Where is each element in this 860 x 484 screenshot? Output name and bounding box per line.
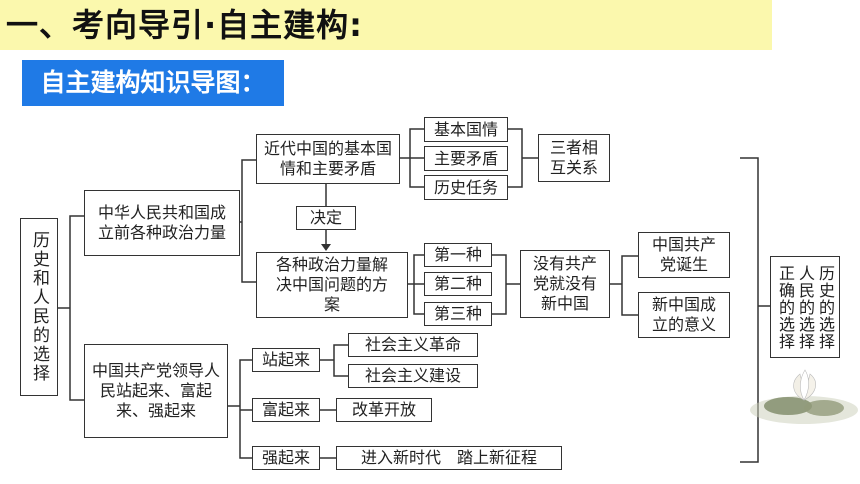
cpc-leads-node: 中国共产党领导人民站起来、富起来、强起来	[84, 344, 228, 438]
basic-conditions-label: 近代中国的基本国情和主要矛盾	[263, 139, 392, 178]
solutions-node: 各种政治力量解决中国问题的方案	[256, 252, 408, 318]
new-china-node: 新中国成立的意义	[638, 292, 730, 338]
lotus-decoration	[750, 369, 858, 424]
third-kind-node: 第三种	[424, 302, 492, 326]
socialist-revolution-node: 社会主义革命	[348, 333, 478, 357]
cpc-born-node: 中国共产党诞生	[638, 232, 730, 278]
cpc-leads-label: 中国共产党领导人民站起来、富起来、强起来	[91, 361, 220, 420]
decide-node: 决定	[296, 206, 356, 230]
strong-node: 强起来	[252, 446, 320, 470]
rich-node: 富起来	[252, 398, 320, 422]
conclusion-node: 历史的选择人民的选择正确的选择	[770, 256, 840, 358]
pre-founding-label: 中华人民共和国成立前各种政治力量	[97, 203, 226, 242]
maodun-node: 主要矛盾	[424, 146, 508, 171]
renwu-node: 历史任务	[424, 175, 508, 200]
no-cpc-node: 没有共产党就没有新中国	[520, 250, 610, 318]
basic-conditions-node: 近代中国的基本国情和主要矛盾	[256, 134, 400, 184]
second-kind-node: 第二种	[424, 272, 492, 296]
cpc-born-label: 中国共产党诞生	[651, 235, 716, 274]
root-node: 历史和人民的选择	[20, 218, 58, 396]
no-cpc-label: 没有共产党就没有新中国	[532, 254, 597, 313]
page-title: 一、考向导引·自主建构:	[6, 6, 363, 44]
interrelated-node: 三者相互关系	[538, 134, 610, 182]
reform-node: 改革开放	[336, 398, 432, 422]
pre-founding-node: 中华人民共和国成立前各种政治力量	[84, 190, 240, 256]
new-china-label: 新中国成立的意义	[651, 295, 716, 334]
socialist-construction-node: 社会主义建设	[348, 364, 478, 388]
title-bar	[0, 0, 772, 50]
new-era-node: 进入新时代 踏上新征程	[336, 446, 562, 470]
stand-up-node: 站起来	[252, 348, 320, 372]
first-kind-node: 第一种	[424, 243, 492, 267]
solutions-label: 各种政治力量解决中国问题的方案	[276, 255, 389, 314]
section-subtitle: 自主建构知识导图：	[22, 60, 284, 106]
guoqing-node: 基本国情	[424, 117, 508, 142]
interrelated-label: 三者相互关系	[549, 138, 598, 177]
